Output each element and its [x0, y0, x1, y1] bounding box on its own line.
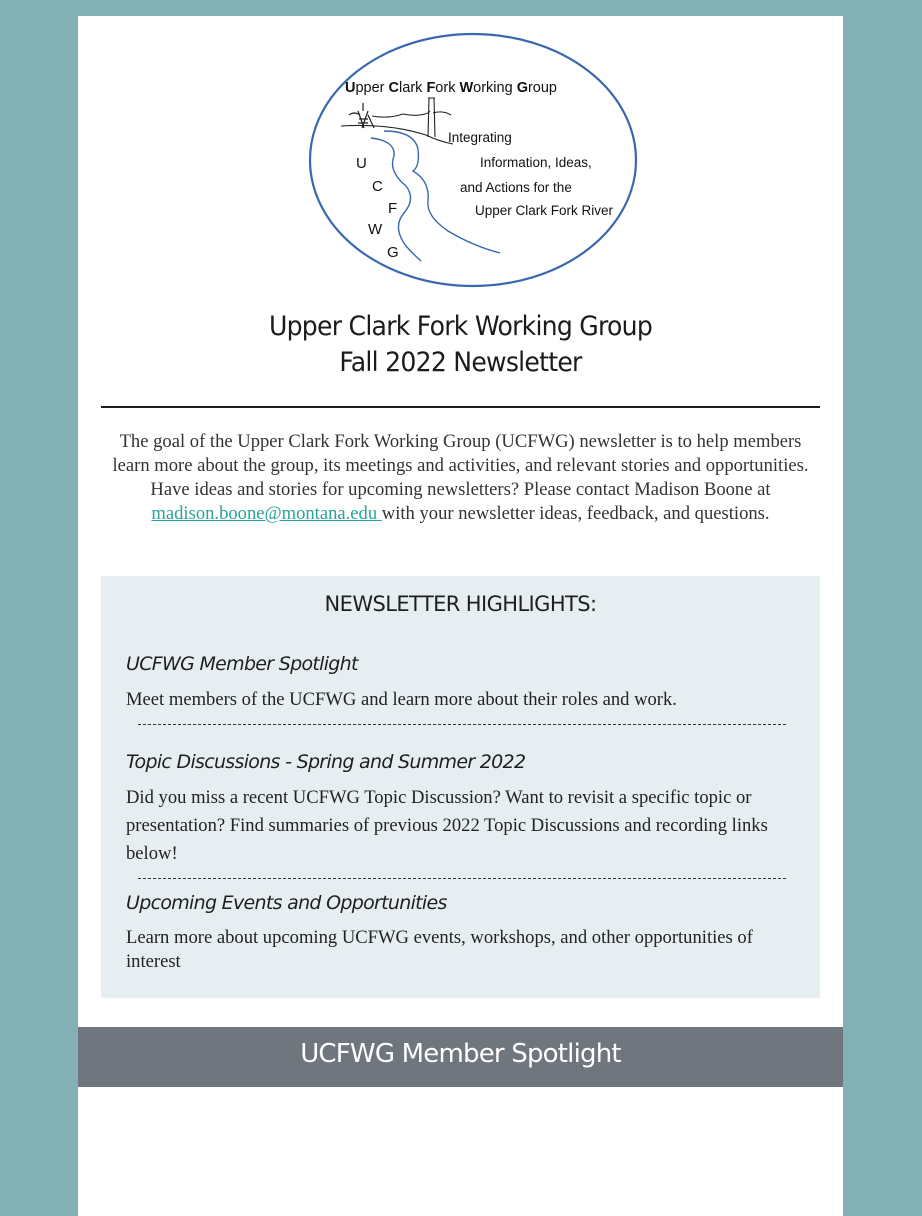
section-title: UCFWG Member Spotlight — [300, 1039, 621, 1069]
intro-paragraph: The goal of the Upper Clark Fork Working… — [108, 430, 813, 526]
logo-tagline-line: Integrating — [448, 130, 512, 145]
smokestack-icon — [340, 97, 454, 145]
logo-tagline-line: Information, Ideas, — [480, 155, 592, 170]
logo-acronym-letter: F — [388, 200, 397, 217]
title-line-1: Upper Clark Fork Working Group — [268, 311, 653, 342]
dashed-divider — [138, 724, 786, 725]
dashed-divider — [138, 878, 786, 879]
newsletter-highlights-box: NEWSLETTER HIGHLIGHTS: UCFWG Member Spot… — [101, 576, 820, 998]
logo-graphic: Upper Clark Fork Working Group Integrati… — [308, 32, 638, 288]
ucfwg-logo: Upper Clark Fork Working Group Integrati… — [308, 31, 638, 289]
highlight-description: Did you miss a recent UCFWG Topic Discus… — [126, 787, 768, 864]
title-line-2: Fall 2022 Newsletter — [339, 347, 582, 378]
logo-ellipse-icon — [308, 32, 638, 288]
highlight-title-topic-discussions[interactable]: Topic Discussions - Spring and Summer 20… — [126, 751, 526, 773]
highlight-title-member-spotlight[interactable]: UCFWG Member Spotlight — [126, 653, 358, 675]
highlight-description: Learn more about upcoming UCFWG events, … — [126, 927, 753, 972]
title-divider — [101, 406, 820, 408]
logo-acronym-letter: C — [372, 178, 383, 195]
newsletter-page: Upper Clark Fork Working Group Integrati… — [78, 16, 843, 1216]
logo-acronym-letter: W — [368, 221, 383, 238]
section-header-member-spotlight: UCFWG Member Spotlight — [78, 1027, 843, 1087]
contact-email-link[interactable]: madison.boone@montana.edu — [151, 503, 382, 524]
highlight-description: Meet members of the UCFWG and learn more… — [126, 689, 677, 710]
highlights-heading: NEWSLETTER HIGHLIGHTS: — [324, 592, 598, 616]
page-title: Upper Clark Fork Working Group Fall 2022… — [105, 309, 816, 381]
intro-text-end: with your newsletter ideas, feedback, an… — [381, 503, 770, 524]
logo-acronym-letter: U — [356, 155, 367, 172]
logo-title: Upper Clark Fork Working Group — [345, 80, 557, 96]
river-icon — [370, 130, 501, 262]
mine-headframe-icon — [348, 103, 375, 129]
intro-text: The goal of the Upper Clark Fork Working… — [112, 431, 809, 500]
highlight-title-upcoming-events[interactable]: Upcoming Events and Opportunities — [126, 892, 447, 914]
logo-acronym-letter: G — [387, 244, 399, 261]
logo-tagline-line: and Actions for the — [460, 180, 572, 195]
logo-tagline-line: Upper Clark Fork River — [475, 203, 614, 218]
